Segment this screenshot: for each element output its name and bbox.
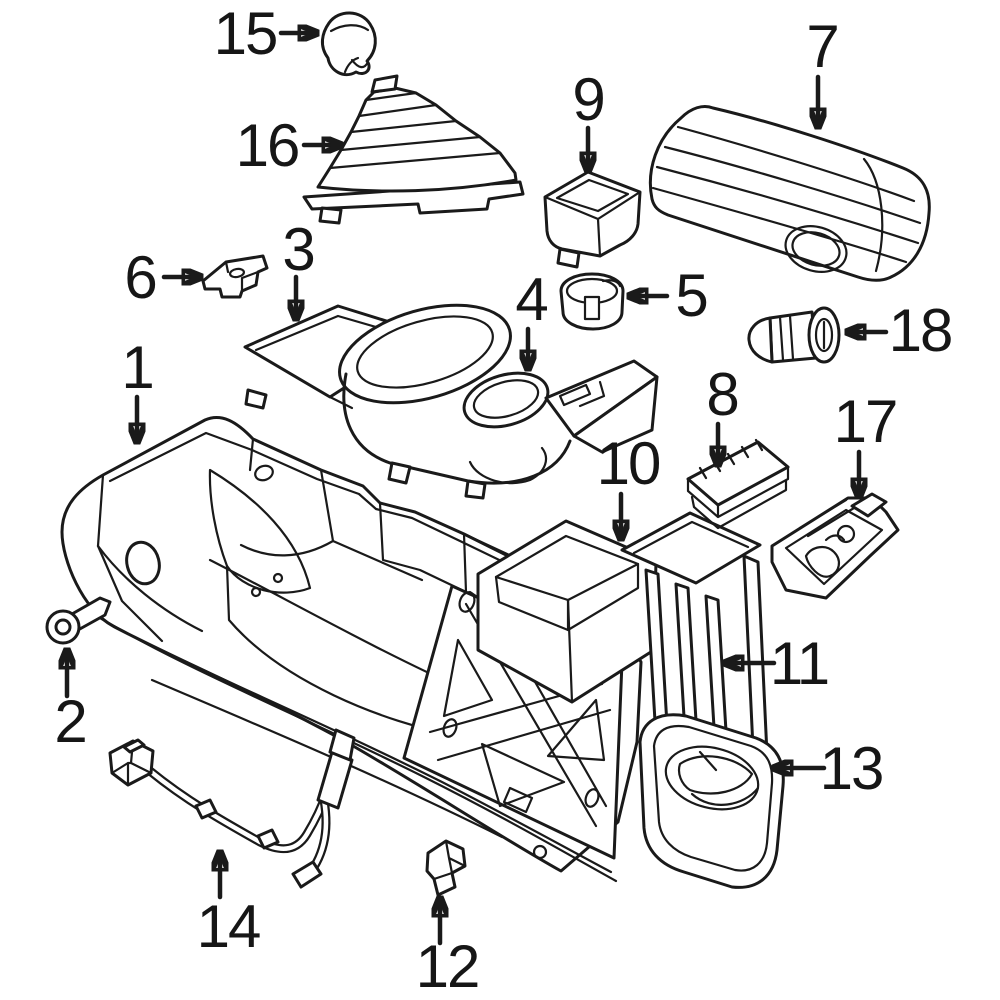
callout-label-1: 1 [121,334,154,401]
callout-label-2: 2 [54,688,87,755]
callout-label-9: 9 [572,66,605,133]
callout-label-16: 16 [235,112,301,179]
callout-label-14: 14 [196,893,262,960]
callout-label-5: 5 [675,262,708,329]
part-power-outlet [747,306,841,364]
part-storage-bin [476,519,658,704]
callout-label-11: 11 [769,630,830,697]
part-storage-box [543,170,642,269]
callout-label-7: 7 [806,13,839,80]
callout-label-6: 6 [124,244,157,311]
callout-label-8: 8 [706,361,739,428]
part-retainer-clip [425,839,467,897]
callout-label-4: 4 [515,266,548,333]
callout-label-15: 15 [213,0,279,67]
part-armrest-lid [648,104,931,282]
callout-label-3: 3 [282,216,315,283]
part-shift-boot [302,74,525,225]
callout-label-17: 17 [833,388,899,455]
callout-label-10: 10 [596,430,662,497]
part-bracket [201,254,269,299]
part-wiring-harness [108,728,356,889]
callout-label-13: 13 [819,735,885,802]
part-screw [45,596,112,645]
part-rear-cupholder [638,713,785,889]
part-cup-insert [559,272,625,331]
callout-arrows-layer [67,33,889,946]
part-ribbed-plate [686,438,790,530]
part-switch-assembly [770,492,900,600]
part-shift-knob [321,11,377,77]
part-cupholder-tray [243,303,659,500]
callout-label-12: 12 [415,933,481,1000]
callout-label-18: 18 [888,297,954,364]
